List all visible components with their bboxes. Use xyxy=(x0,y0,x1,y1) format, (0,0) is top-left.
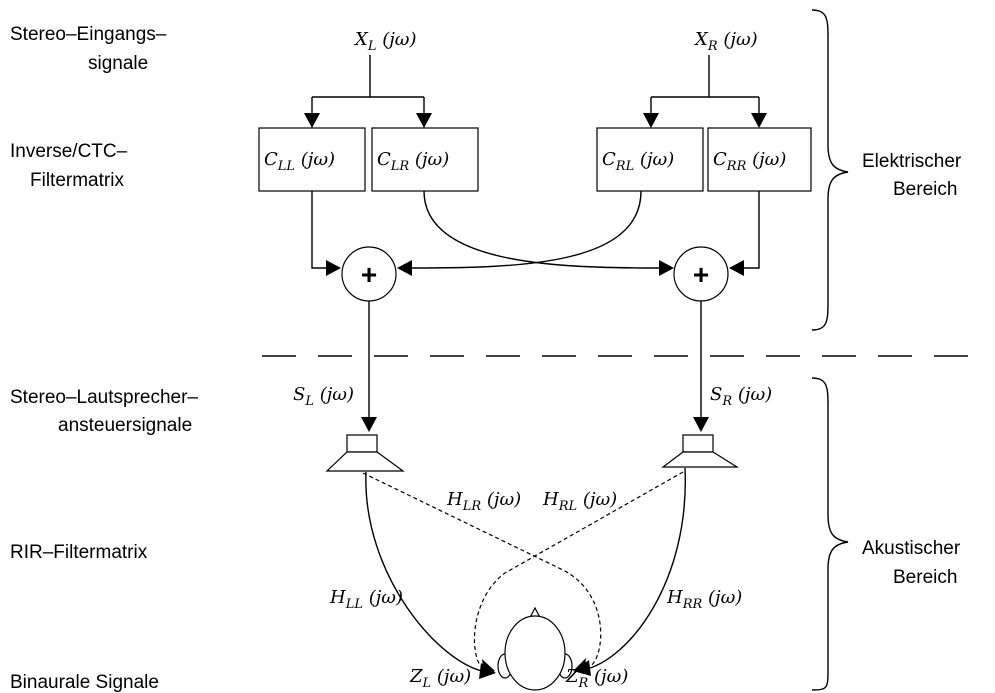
label-inverse-line2: Filtermatrix xyxy=(30,170,124,191)
brace-electric xyxy=(811,9,849,331)
signal-zr: ZR (jω) xyxy=(565,666,628,691)
filter-label-crl: CRL (jω) xyxy=(602,149,674,174)
summer-right-symbol: + xyxy=(693,259,709,290)
speaker-right-icon xyxy=(661,434,740,468)
label-electric-line2: Bereich xyxy=(893,179,957,200)
signal-zl: ZL (jω) xyxy=(409,666,471,691)
label-inverse-line1: Inverse/CTC– xyxy=(10,141,128,162)
label-stereo-input-line1: Stereo–Eingangs– xyxy=(10,24,167,45)
filter-label-crr: CRR (jω) xyxy=(713,149,786,174)
signal-xl: XL (jω) xyxy=(353,29,417,54)
label-electric-line1: Elektrischer xyxy=(862,151,962,172)
filter-box-crl xyxy=(596,127,704,192)
listener-head-icon xyxy=(497,606,573,691)
filter-label-cll: CLL (jω) xyxy=(264,149,335,174)
split-left xyxy=(311,55,425,113)
arrow-to-crl xyxy=(643,113,659,128)
path-hrr xyxy=(582,467,686,671)
arrow-into-sum-right-from-right xyxy=(729,260,744,276)
signal-sr: SR (jω) xyxy=(710,384,772,409)
label-hlr: HLR (jω) xyxy=(446,489,521,514)
split-right xyxy=(650,55,760,113)
signal-sl: SL (jω) xyxy=(293,384,354,409)
wire-crl-to-sum-left xyxy=(411,190,642,269)
wire-cll-to-sum-left xyxy=(311,191,326,269)
arrow-into-sum-right-cross xyxy=(659,260,674,276)
filter-label-clr: CLR (jω) xyxy=(377,149,449,174)
path-hll xyxy=(365,471,488,673)
label-hrl: HRL (jω) xyxy=(542,489,617,514)
label-hll: HLL (jω) xyxy=(329,587,403,612)
arrow-into-sum-left-cross xyxy=(397,260,412,276)
signal-xr: XR (jω) xyxy=(693,29,758,54)
filter-box-crr xyxy=(707,127,812,192)
label-acoustic-line1: Akustischer xyxy=(862,538,961,559)
speaker-left-icon xyxy=(325,434,405,472)
arrow-into-sum-left-from-left xyxy=(326,260,341,276)
brace-acoustic xyxy=(811,377,849,691)
label-speaker-signals-line2: ansteuersignale xyxy=(58,415,192,436)
label-stereo-input-line2: signale xyxy=(88,53,148,74)
filter-box-clr xyxy=(371,127,479,192)
arrow-hlr xyxy=(573,658,586,674)
arrow-to-cll xyxy=(304,113,320,128)
path-hlr xyxy=(362,472,602,669)
arrow-to-speaker-right xyxy=(693,417,709,432)
path-hrl xyxy=(473,471,684,669)
wire-clr-to-sum-right xyxy=(423,190,660,269)
label-rir: RIR–Filtermatrix xyxy=(10,542,148,563)
label-acoustic-line2: Bereich xyxy=(893,567,957,588)
arrow-hrl xyxy=(482,659,495,675)
arrow-to-clr xyxy=(416,113,432,128)
summer-left-symbol: + xyxy=(361,259,377,290)
label-hrr: HRR (jω) xyxy=(666,587,742,612)
arrow-to-speaker-left xyxy=(361,417,377,432)
arrow-to-crr xyxy=(751,113,767,128)
label-speaker-signals-line1: Stereo–Lautsprecher– xyxy=(10,387,198,408)
wire-crr-to-sum-right xyxy=(744,191,760,269)
filter-box-cll xyxy=(258,127,366,192)
label-binaural: Binaurale Signale xyxy=(10,672,159,693)
